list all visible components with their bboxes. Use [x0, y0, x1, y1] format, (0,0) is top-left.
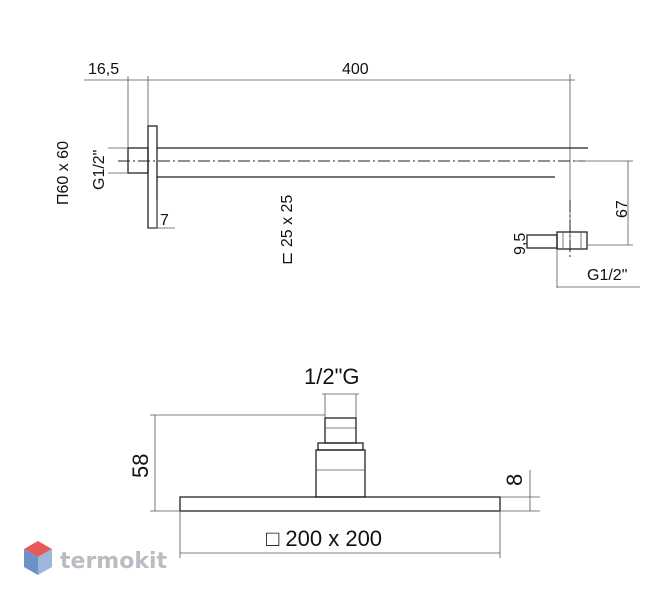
dim-flange-offset: 16,5 — [88, 61, 119, 78]
brand-text: termokit — [60, 549, 167, 574]
cube-logo-icon — [24, 541, 52, 575]
dim-total-height: 58 — [128, 454, 153, 478]
dim-outlet-height: 9,5 — [512, 233, 529, 255]
dim-flange-size: П60 x 60 — [55, 141, 72, 205]
dim-arm-length: 400 — [342, 61, 369, 78]
shower-head-side-view: 1/2"G 58 8 □ 200 x 200 — [128, 364, 540, 558]
dim-arm-section: ⊏ 25 x 25 — [279, 195, 296, 265]
wall-flange — [147, 125, 158, 229]
connector-collar — [317, 442, 364, 451]
outlet-fitting — [556, 231, 588, 250]
dim-inlet-thread: G1/2" — [91, 150, 108, 190]
dim-outlet-thread: G1/2" — [587, 267, 627, 284]
brand-watermark: termokit — [24, 541, 167, 575]
connector-nut — [324, 417, 357, 444]
dim-drop: 67 — [614, 200, 631, 218]
shower-arm-side-view: 16,5 400 7 67 G1/2" 9,5 П60 x 60 G1/2" — [55, 61, 640, 288]
dim-plate-size: □ 200 x 200 — [266, 526, 382, 551]
dim-plate-thickness: 8 — [502, 474, 527, 486]
dim-flange-depth: 7 — [160, 212, 169, 229]
outlet-stub — [526, 234, 558, 249]
shower-plate — [179, 496, 501, 512]
dim-connector-thread: 1/2"G — [304, 364, 360, 389]
connector-body — [315, 449, 366, 498]
